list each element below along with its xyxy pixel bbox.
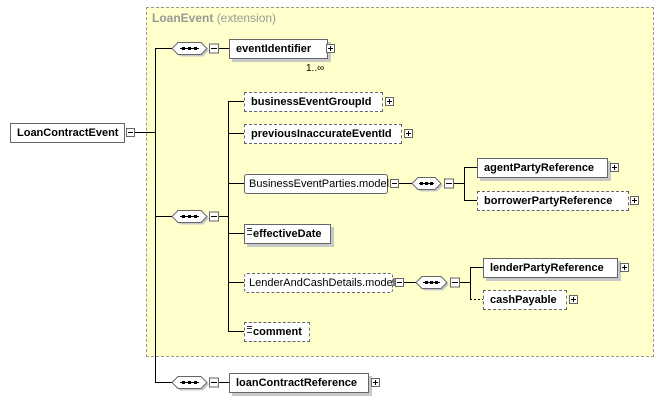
collapse-icon[interactable] [390,179,399,188]
collapse-icon[interactable] [126,128,135,137]
loan-contract-reference-label: loanContractReference [236,377,358,389]
sequence-compositor-top[interactable] [171,42,219,57]
expand-icon[interactable] [371,378,380,387]
business-event-parties-group-label: BusinessEventParties.model [249,178,390,190]
event-identifier-label: eventIdentifier [236,43,312,55]
borrower-party-reference-label: borrowerPartyReference [484,195,613,207]
loan-contract-reference-node[interactable]: loanContractReference [229,373,369,393]
business-event-group-id-label: businessEventGroupId [251,96,372,108]
expand-icon[interactable] [569,295,578,304]
collapse-icon[interactable] [395,278,404,287]
sequence-compositor-lender[interactable] [415,276,460,291]
comment-node[interactable]: comment [244,322,310,342]
expand-icon[interactable] [404,129,413,138]
comment-label: comment [253,326,302,338]
agent-party-reference-label: agentPartyReference [484,162,595,174]
business-event-group-id-node[interactable]: businessEventGroupId [244,92,383,112]
business-event-parties-group-node[interactable]: BusinessEventParties.model [244,174,390,194]
sequence-compositor-bottom[interactable] [171,376,219,391]
event-identifier-node[interactable]: eventIdentifier [229,39,328,59]
expand-icon[interactable] [620,263,629,272]
extension-title: LoanEvent (extension) [152,11,276,25]
simple-type-icon [247,228,252,235]
lender-party-reference-node[interactable]: lenderPartyReference [483,258,618,278]
sequence-compositor-parties[interactable] [411,177,454,192]
expand-icon[interactable] [610,163,619,172]
previous-inaccurate-event-id-label: previousInaccurateEventId [251,128,392,140]
effective-date-label: effectiveDate [253,228,322,240]
expand-icon[interactable] [326,44,335,53]
extension-name: LoanEvent [152,11,214,25]
lender-party-reference-label: lenderPartyReference [490,262,604,274]
cash-payable-node[interactable]: cashPayable [483,290,567,310]
sequence-compositor-main[interactable] [171,210,219,225]
agent-party-reference-node[interactable]: agentPartyReference [477,158,608,178]
expand-icon[interactable] [385,97,394,106]
cash-payable-label: cashPayable [490,294,557,306]
lender-and-cash-details-group-node[interactable]: LenderAndCashDetails.model [244,273,396,293]
extension-suffix: (extension) [216,11,277,25]
root-element-label: LoanContractEvent [17,127,119,139]
effective-date-node[interactable]: effectiveDate [244,224,331,244]
cardinality-label: 1..∞ [306,63,325,74]
lender-and-cash-details-group-label: LenderAndCashDetails.model [249,277,396,289]
expand-icon[interactable] [630,196,639,205]
previous-inaccurate-event-id-node[interactable]: previousInaccurateEventId [244,124,402,144]
borrower-party-reference-node[interactable]: borrowerPartyReference [477,191,629,211]
root-element-node[interactable]: LoanContractEvent [10,123,125,143]
simple-type-icon [247,326,252,333]
